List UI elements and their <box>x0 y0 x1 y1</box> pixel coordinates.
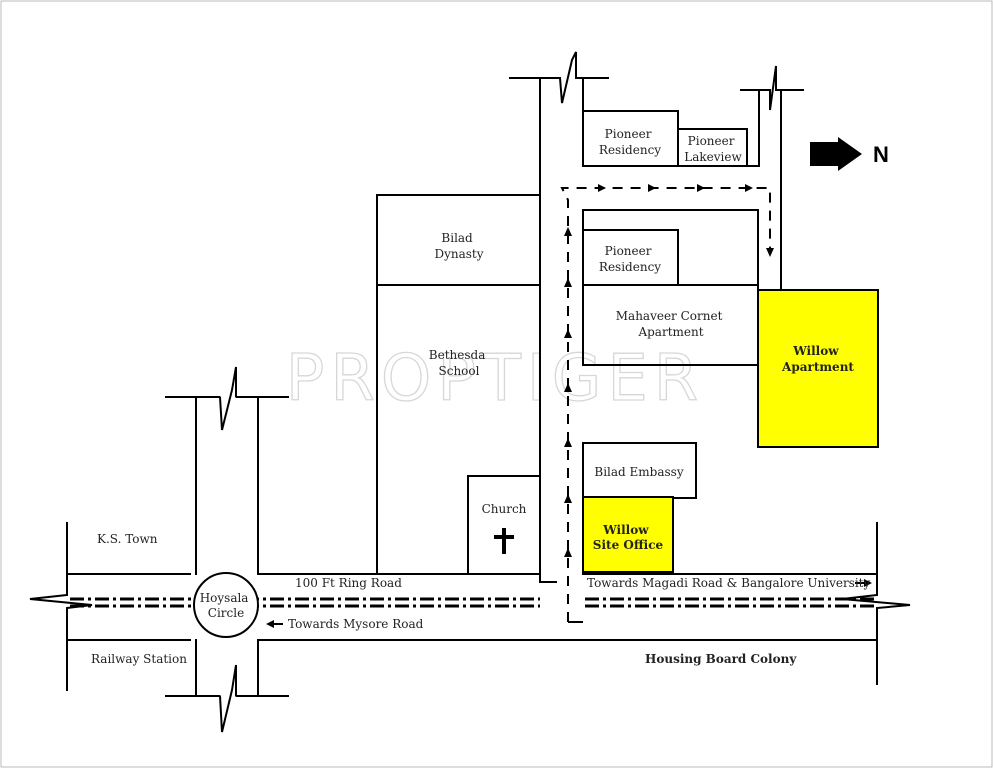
road-median <box>70 597 875 608</box>
hoysala-circle-label: Hoysala Circle <box>200 591 253 620</box>
building-willow-apartment <box>757 289 879 448</box>
towards-mysore-label: Towards Mysore Road <box>288 617 424 631</box>
road-direction-arrows <box>266 579 872 628</box>
ring-road <box>29 522 911 691</box>
building-bethesda-school <box>376 284 541 575</box>
building-pioneer-lakeview <box>677 128 748 167</box>
access-route <box>560 187 771 622</box>
ks-town-label: K.S. Town <box>97 532 158 546</box>
church-label: Church <box>482 502 527 516</box>
route-arrowheads <box>564 184 774 557</box>
pioneer-residency-top-label: Pioneer Residency <box>599 127 661 157</box>
cross-icon <box>494 528 514 554</box>
pioneer-residency-mid-label: Pioneer Residency <box>599 244 661 274</box>
north-label: N <box>873 142 889 167</box>
hoysala-circle <box>193 572 259 638</box>
north-arrow-icon <box>810 137 862 171</box>
bilad-dynasty-label: Bilad Dynasty <box>434 231 483 261</box>
pioneer-lakeview-label: Pioneer Lakeview <box>684 134 742 164</box>
willow-site-office-label: Willow Site Office <box>593 523 664 552</box>
bethesda-school-label: Bethesda School <box>429 348 489 378</box>
building-church <box>467 475 541 575</box>
housing-board-colony-label: Housing Board Colony <box>645 652 797 666</box>
railway-station-label: Railway Station <box>91 652 187 666</box>
ring-road-label: 100 Ft Ring Road <box>295 576 402 590</box>
mahaveer-cornet-label: Mahaveer Cornet Apartment <box>616 309 726 339</box>
watermark: PROPTIGER <box>286 342 705 416</box>
bilad-embassy-label: Bilad Embassy <box>594 465 683 479</box>
cross-road-left <box>165 366 289 733</box>
willow-apartment-label: Willow Apartment <box>781 344 854 374</box>
towards-magadi-label: Towards Magadi Road & Bangalore Universi… <box>587 576 870 590</box>
building-willow-site-office <box>582 496 674 573</box>
